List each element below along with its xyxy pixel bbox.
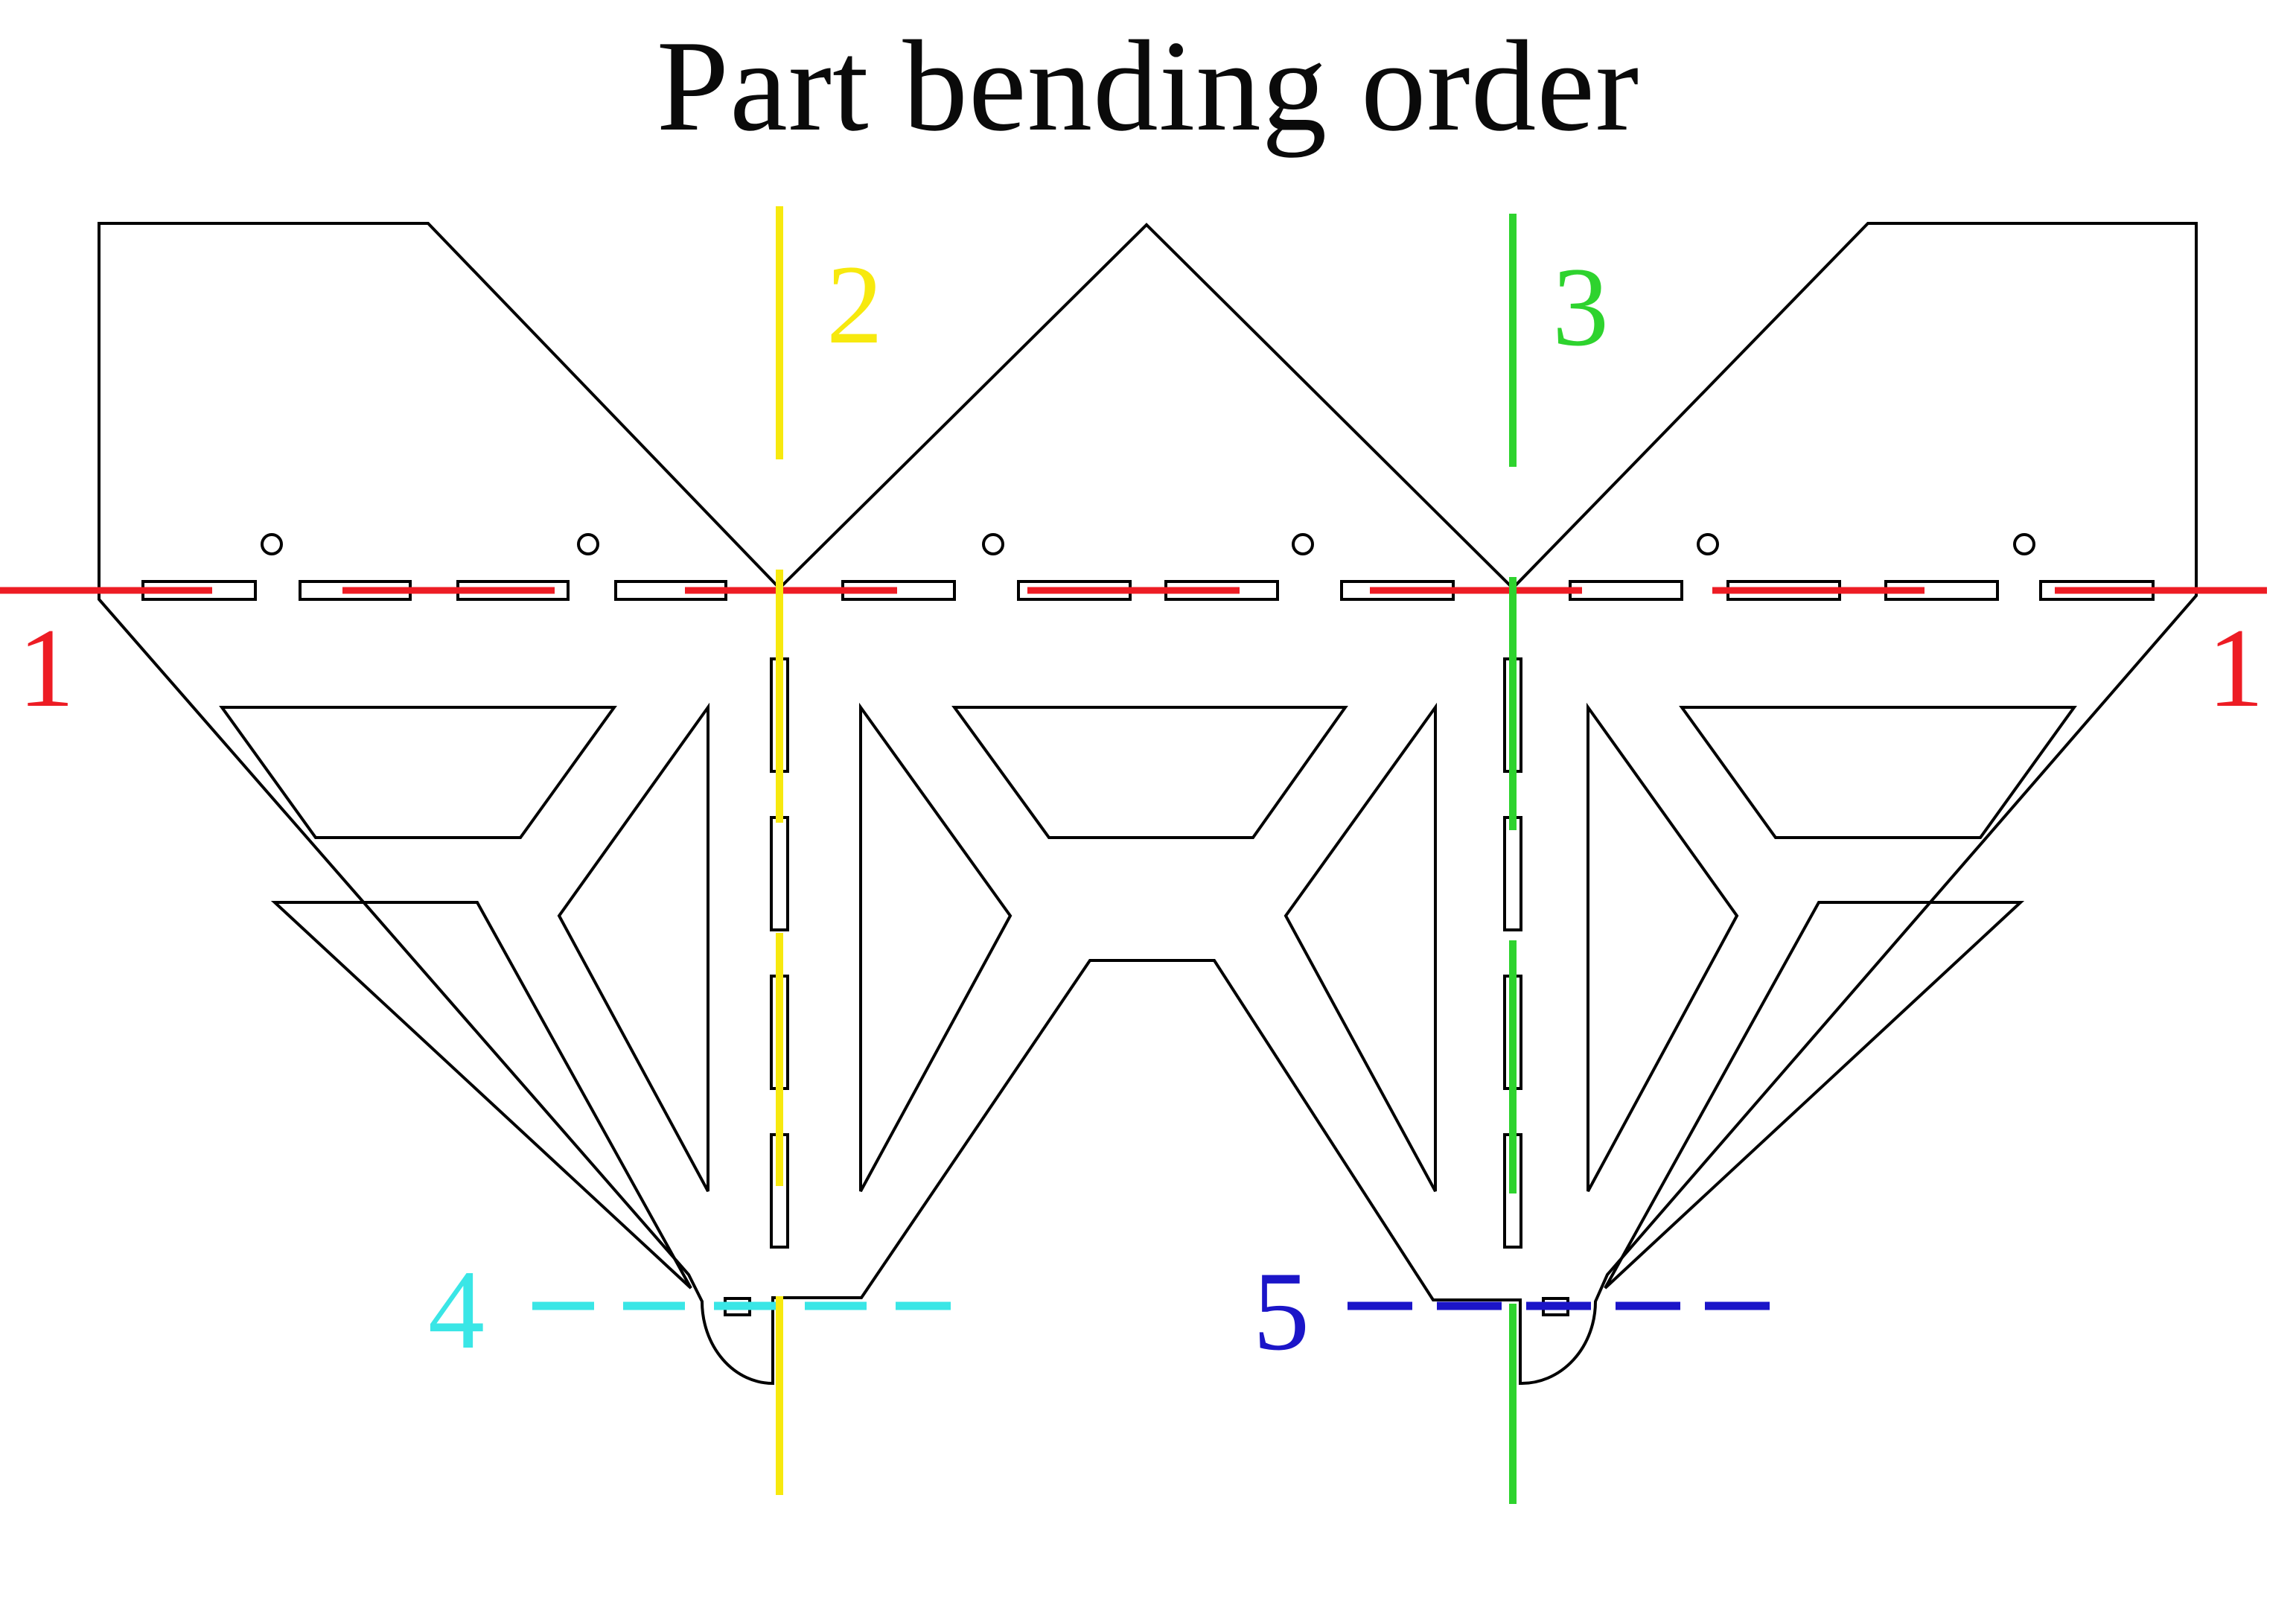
bend-order-label-3: 3 bbox=[1552, 244, 1609, 369]
bend-order-label-5: 5 bbox=[1253, 1249, 1310, 1374]
cutout-sliver-left-leg-outer bbox=[557, 702, 709, 1192]
cutout-sliver-right-leg-outer bbox=[1587, 702, 1739, 1192]
bend-label-group: 1 1 2 3 4 5 bbox=[18, 242, 2264, 1374]
pilot-hole bbox=[1697, 533, 1719, 555]
bend-order-label-1: 1 bbox=[18, 605, 74, 730]
bend-line-group bbox=[0, 206, 2296, 1504]
pilot-hole-group bbox=[261, 533, 2035, 555]
cutout-trapezoid-left bbox=[219, 706, 617, 839]
pilot-hole bbox=[982, 533, 1004, 555]
cutout-triangle-left-wing bbox=[270, 901, 692, 1290]
cutout-trapezoid-right bbox=[1679, 706, 2077, 839]
pilot-hole bbox=[261, 533, 283, 555]
pilot-hole bbox=[2013, 533, 2035, 555]
tab-slot-horizontal bbox=[1569, 580, 1683, 601]
cutout-group bbox=[219, 702, 2077, 1290]
cutout-sliver-right-leg-inner bbox=[1283, 702, 1437, 1192]
page-title: Part bending order bbox=[656, 13, 1640, 158]
bend-order-label-4: 4 bbox=[428, 1247, 485, 1372]
bend-order-label-1: 1 bbox=[2207, 605, 2264, 730]
bend-order-label-2: 2 bbox=[826, 242, 883, 367]
part-outline bbox=[98, 222, 2198, 1386]
cutout-trapezoid-center bbox=[951, 706, 1348, 839]
pilot-hole bbox=[577, 533, 599, 555]
tab-slot-vertical bbox=[770, 816, 789, 931]
cutout-sliver-left-leg-inner bbox=[859, 702, 1013, 1192]
cutout-triangle-right-wing bbox=[1604, 901, 2025, 1290]
tab-slot-vertical bbox=[1503, 816, 1522, 931]
pilot-hole bbox=[1292, 533, 1314, 555]
